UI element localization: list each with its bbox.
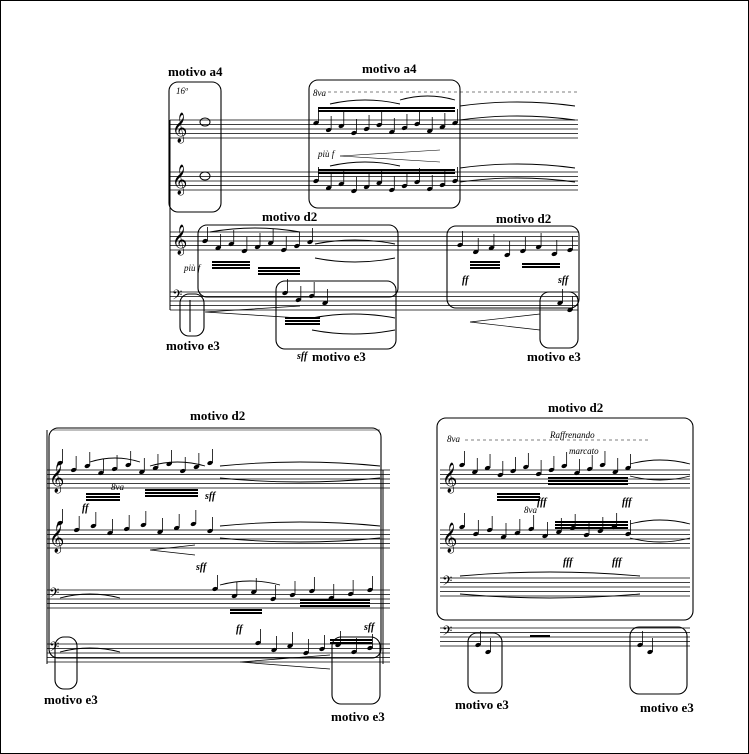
motif-box-e3-left [180,294,204,336]
label-motivo-e3-bottom-right-a: motivo e3 [455,698,509,712]
dynamic-fff-1: fff [537,497,547,508]
tie-slur [630,460,690,464]
dynamic-ff-3: ff [236,624,242,635]
octava-8-mark-a: 8va [313,88,326,98]
hairpin [470,314,540,330]
tie-slur [330,162,400,166]
tie-slur [220,462,380,466]
tie-slur [220,522,380,526]
treble-clef-icon: 𝄞 [172,112,187,144]
label-motivo-e3-mid: motivo e3 [312,350,366,364]
dynamic-ff-1: ff [462,275,468,286]
dynamic-sff-mid: sff [297,351,307,362]
bass-clef-icon: 𝄢 [442,573,452,592]
treble-clef-icon: 𝄞 [172,164,187,196]
tie-slur [220,478,380,482]
treble-clef-icon: 𝄞 [172,224,187,256]
tie-slur [315,240,395,244]
octava-16-mark: 16ª [176,86,187,96]
tie-slur [330,100,400,104]
tie-slur [315,258,395,262]
dynamic-fff-2: fff [622,497,632,508]
tie-slur [630,520,690,524]
bass-clef-icon: 𝄢 [442,623,452,642]
tie-slur [460,116,575,120]
tie-slur [400,96,455,100]
motif-box-d2-bottom-right [437,418,693,620]
octava-8-mark-c: 8va [447,434,460,444]
treble-clef-icon: 𝄞 [49,522,64,554]
treble-clef-icon: 𝄞 [49,462,64,494]
cresc-line [340,150,440,156]
treble-clef-icon: 𝄞 [442,522,457,554]
tie-slur [460,164,575,168]
motif-box-e3-bottom-right-a [468,633,502,693]
tie-slur [312,314,395,318]
label-motivo-d2-bottom-left: motivo d2 [190,409,245,423]
label-motivo-a4-mid: motivo a4 [362,62,417,76]
dynamic-ff-2: ff [82,503,88,514]
octava-8-mark-b: 8va [111,482,124,492]
dynamic-sff-3: sff [196,562,206,573]
hairpin [150,545,195,555]
dynamic-sff-2: sff [205,491,215,502]
bass-clef-icon: 𝄢 [49,585,59,604]
label-motivo-d2-bottom-right: motivo d2 [548,401,603,415]
label-motivo-d2-left: motivo d2 [262,210,317,224]
label-motivo-e3-bottom-right-b: motivo e3 [640,701,694,715]
treble-clef-icon: 𝄞 [442,462,457,494]
label-motivo-e3-left: motivo e3 [166,339,220,353]
marcato-mark: marcato [569,446,599,456]
tie-slur [630,538,690,542]
dynamic-fff-3: fff [563,557,573,568]
tie-slur [312,330,395,334]
piu-f-mark-1: più f [318,149,334,159]
label-motivo-d2-right: motivo d2 [496,212,551,226]
whole-note [200,172,210,180]
tie-slur [460,178,575,182]
label-motivo-a4-left: motivo a4 [168,65,223,79]
label-motivo-e3-right: motivo e3 [527,350,581,364]
tie-slur [460,102,575,106]
raffrenando-mark: Raffrenando [550,430,595,440]
piu-f-mark-2: più f [184,263,200,273]
hairpin [205,306,300,318]
cresc-line [340,156,440,162]
tie-slur [90,458,140,462]
motif-box-a4-mid [309,80,460,208]
tie-slur [210,228,300,232]
dynamic-fff-4: fff [612,557,622,568]
tie-slur [460,572,640,576]
tie-slur [220,581,280,585]
bass-clef-icon: 𝄢 [172,287,182,306]
label-motivo-e3-bottom-left-b: motivo e3 [331,710,385,724]
tie-slur [220,538,380,542]
dynamic-sff-4: sff [364,622,374,633]
dynamic-sff-1: sff [558,275,568,286]
bass-clef-icon: 𝄢 [49,639,59,658]
label-motivo-e3-bottom-left-a: motivo e3 [44,693,98,707]
tie-slur [630,476,690,480]
octava-8-mark-d: 8va [524,505,537,515]
